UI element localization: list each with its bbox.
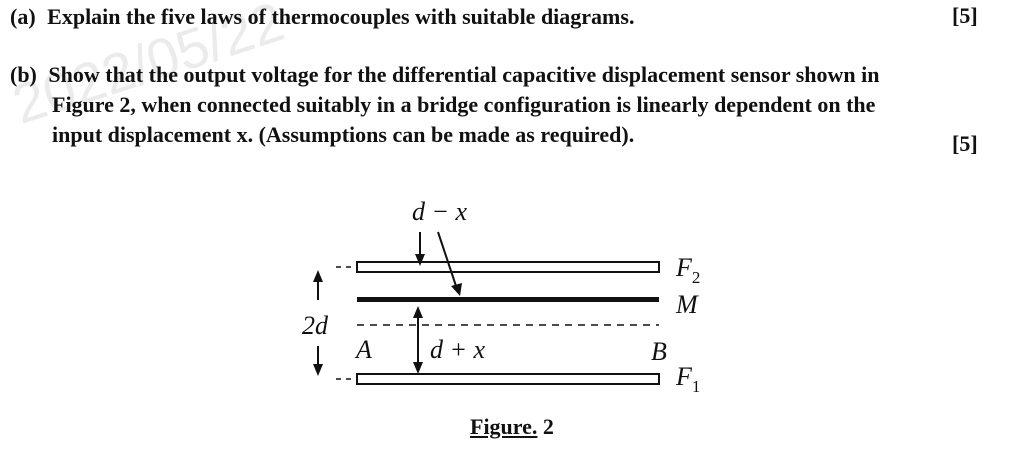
label-2d: 2d bbox=[302, 311, 329, 340]
arrow-d-minus-x-2 bbox=[437, 231, 459, 293]
question-b: (b) Show that the output voltage for the… bbox=[10, 60, 990, 150]
question-b-line-3: input displacement x. (Assumptions can b… bbox=[52, 122, 635, 147]
figure-caption: Figure. 2 bbox=[470, 414, 554, 440]
label-m: M bbox=[675, 290, 699, 319]
question-a-marks: [5] bbox=[952, 3, 978, 28]
question-a-label: (a) bbox=[10, 4, 36, 29]
plate-f2 bbox=[356, 261, 660, 273]
label-d-plus-x: d + x bbox=[430, 335, 486, 364]
label-d-minus-x: d − x bbox=[412, 197, 468, 226]
question-a: (a) Explain the five laws of thermocoupl… bbox=[10, 2, 634, 32]
figure-caption-word: Figure. bbox=[470, 414, 538, 439]
question-a-text: Explain the five laws of thermocouples w… bbox=[47, 4, 635, 29]
question-b-marks: [5] bbox=[952, 131, 978, 156]
figure-caption-number: 2 bbox=[542, 414, 554, 439]
plate-m bbox=[357, 297, 659, 302]
label-f1: F1 bbox=[675, 362, 700, 396]
question-b-label: (b) bbox=[10, 62, 37, 87]
plate-f1 bbox=[356, 373, 660, 385]
question-b-line-1: Show that the output voltage for the dif… bbox=[48, 62, 880, 87]
question-b-line-2: Figure 2, when connected suitably in a b… bbox=[52, 92, 876, 117]
label-a: A bbox=[354, 335, 372, 364]
label-b: B bbox=[651, 337, 667, 366]
label-f2: F2 bbox=[675, 253, 700, 287]
